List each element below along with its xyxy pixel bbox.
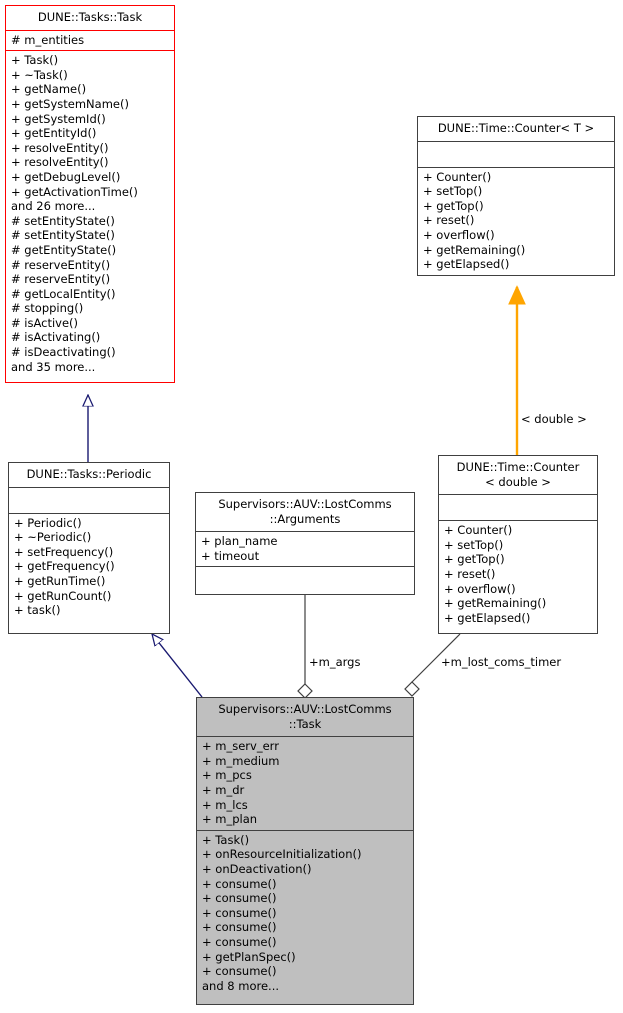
attribute-row: + timeout — [201, 548, 260, 563]
class-operations-dune-time-counter-t: + Counter() + setTop() + getTop() + rese… — [418, 168, 614, 275]
operation-row-more: and 35 more... — [11, 359, 96, 374]
class-box-dune-time-counter-t[interactable]: DUNE::Time::Counter< T > + Counter() + s… — [417, 116, 615, 276]
operation-row: + ~Task() — [11, 67, 68, 82]
operation-row: + onResourceInitialization() — [202, 847, 362, 862]
operation-row: # isActive() — [11, 315, 79, 330]
operation-row: + resolveEntity() — [11, 155, 109, 170]
class-title-dune-tasks-periodic: DUNE::Tasks::Periodic — [9, 463, 169, 488]
operation-row: + getRemaining() — [423, 242, 526, 257]
class-box-lostcomms-task[interactable]: Supervisors::AUV::LostComms ::Task + m_s… — [196, 697, 414, 1005]
class-box-dune-time-counter-double[interactable]: DUNE::Time::Counter < double > + Counter… — [438, 455, 598, 634]
operation-row: + consume() — [202, 891, 277, 906]
class-operations-dune-time-counter-double: + Counter() + setTop() + getTop() + rese… — [439, 521, 597, 628]
operation-row: + setTop() — [444, 537, 504, 552]
operation-row: + getRemaining() — [444, 596, 547, 611]
attribute-row: + m_plan — [202, 812, 258, 827]
class-operations-lostcomms-arguments — [196, 567, 414, 589]
operation-row: + setTop() — [423, 184, 483, 199]
class-title-dune-tasks-task: DUNE::Tasks::Task — [6, 6, 174, 31]
class-attributes-dune-tasks-task: # m_entities — [6, 31, 174, 52]
attribute-row: + m_medium — [202, 753, 280, 768]
operation-row: # getLocalEntity() — [11, 286, 116, 301]
class-box-dune-tasks-task[interactable]: DUNE::Tasks::Task # m_entities + Task() … — [5, 5, 175, 383]
operation-row: + getDebugLevel() — [11, 169, 121, 184]
operation-row: # isActivating() — [11, 330, 101, 345]
operation-row: + getActivationTime() — [11, 184, 138, 199]
attribute-row: + m_serv_err — [202, 739, 279, 754]
operation-row: + getName() — [11, 82, 87, 97]
operation-row: + getFrequency() — [14, 559, 115, 574]
operation-row: + consume() — [202, 964, 277, 979]
attribute-row: # m_entities — [11, 32, 85, 47]
operation-row: + setFrequency() — [14, 544, 114, 559]
operation-row: + Counter() — [423, 169, 492, 184]
attribute-row: + m_lcs — [202, 797, 248, 812]
class-box-lostcomms-arguments[interactable]: Supervisors::AUV::LostComms ::Arguments … — [195, 492, 415, 595]
operation-row: + Task() — [11, 53, 59, 68]
operation-row: + getRunCount() — [14, 588, 112, 603]
operation-row: # reserveEntity() — [11, 272, 111, 287]
edge-label-m-lost-coms-timer: +m_lost_coms_timer — [441, 655, 562, 669]
edge-label-m-args: +m_args — [309, 655, 361, 669]
operation-row: + onDeactivation() — [202, 861, 312, 876]
class-attributes-dune-time-counter-double — [439, 495, 597, 522]
operation-row: + reset() — [444, 566, 496, 581]
operation-row-more: and 26 more... — [11, 199, 96, 214]
attribute-row: + plan_name — [201, 534, 278, 549]
operation-row: + consume() — [202, 934, 277, 949]
operation-row: + overflow() — [423, 227, 495, 242]
edge-inheritance-periodic-lostcomms — [152, 634, 203, 698]
operation-row: + resolveEntity() — [11, 140, 109, 155]
operation-row: + getTop() — [423, 198, 484, 213]
class-attributes-dune-tasks-periodic — [9, 488, 169, 514]
edge-aggregation-args — [297, 595, 313, 699]
operation-row: + getPlanSpec() — [202, 949, 296, 964]
operation-row: + overflow() — [444, 581, 516, 596]
operation-row: + consume() — [202, 920, 277, 935]
operation-row: # isDeactivating() — [11, 345, 116, 360]
operation-row: + task() — [14, 603, 61, 618]
edge-label-instantiation: < double > — [521, 412, 587, 426]
class-operations-lostcomms-task: + Task() + onResourceInitialization() + … — [197, 831, 413, 997]
class-title-lostcomms-task: Supervisors::AUV::LostComms ::Task — [197, 698, 413, 738]
class-title-dune-time-counter-t: DUNE::Time::Counter< T > — [418, 117, 614, 142]
class-box-dune-tasks-periodic[interactable]: DUNE::Tasks::Periodic + Periodic() + ~Pe… — [8, 462, 170, 634]
operation-row: + reset() — [423, 213, 475, 228]
operation-row-more: and 8 more... — [202, 978, 280, 993]
operation-row: + getTop() — [444, 552, 505, 567]
operation-row: # reserveEntity() — [11, 257, 111, 272]
operation-row: + consume() — [202, 905, 277, 920]
operation-row: # getEntityState() — [11, 242, 117, 257]
operation-row: # setEntityState() — [11, 213, 115, 228]
operation-row: + ~Periodic() — [14, 530, 92, 545]
operation-row: + getRunTime() — [14, 573, 106, 588]
operation-row: + getElapsed() — [423, 257, 510, 272]
operation-row: + consume() — [202, 876, 277, 891]
operation-row: + getSystemName() — [11, 96, 129, 111]
operation-row: + getElapsed() — [444, 610, 531, 625]
class-title-lostcomms-arguments: Supervisors::AUV::LostComms ::Arguments — [196, 493, 414, 533]
attribute-row: + m_dr — [202, 782, 245, 797]
class-attributes-lostcomms-task: + m_serv_err + m_medium + m_pcs + m_dr +… — [197, 737, 413, 831]
operation-row: # stopping() — [11, 301, 84, 316]
operation-row: # setEntityState() — [11, 228, 115, 243]
class-operations-dune-tasks-periodic: + Periodic() + ~Periodic() + setFrequenc… — [9, 514, 169, 621]
operation-row: + Task() — [202, 832, 250, 847]
operation-row: + Periodic() — [14, 515, 82, 530]
class-attributes-lostcomms-arguments: + plan_name + timeout — [196, 532, 414, 568]
attribute-row: + m_pcs — [202, 768, 252, 783]
class-operations-dune-tasks-task: + Task() + ~Task() + getName() + getSyst… — [6, 51, 174, 377]
operation-row: + getSystemId() — [11, 111, 106, 126]
operation-row: + Counter() — [444, 523, 513, 538]
class-title-dune-time-counter-double: DUNE::Time::Counter < double > — [439, 456, 597, 496]
operation-row: + getEntityId() — [11, 126, 97, 141]
class-attributes-dune-time-counter-t — [418, 142, 614, 168]
